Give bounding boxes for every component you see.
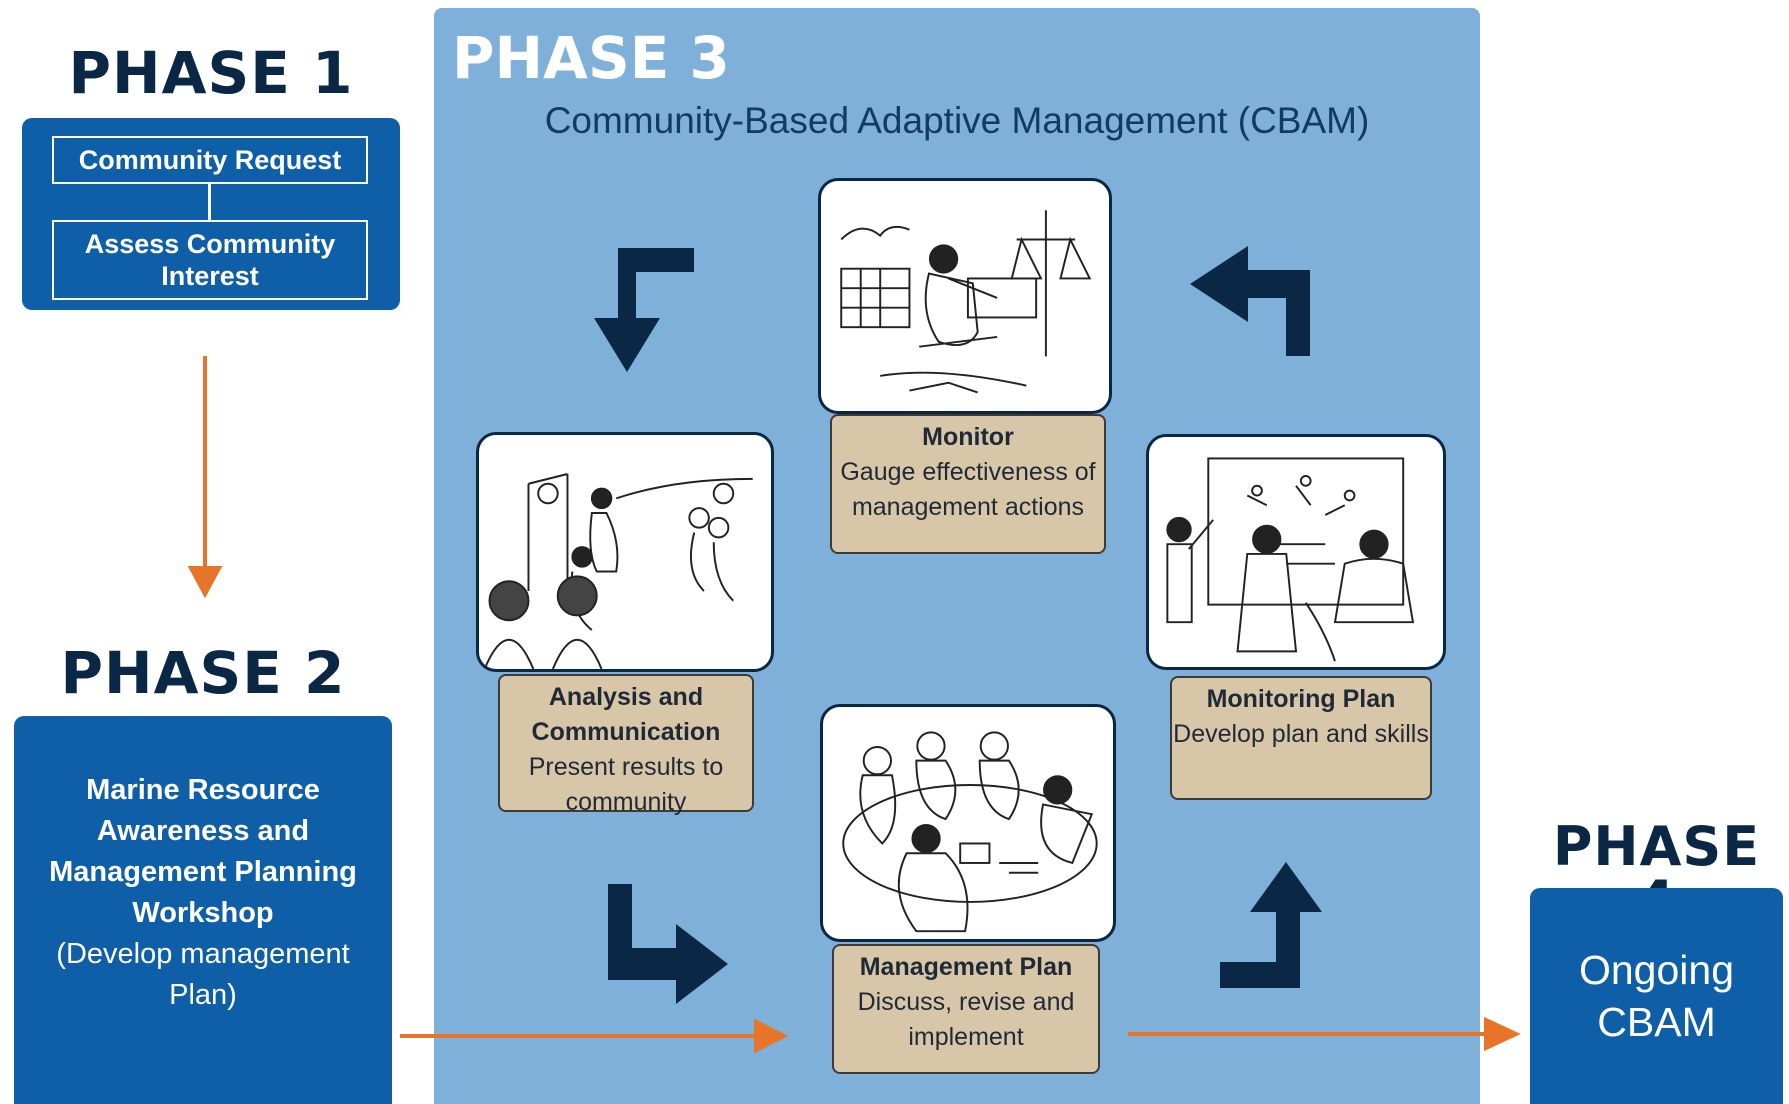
cycle-step-description: Present results to community	[528, 753, 724, 816]
illustration-analysis	[476, 432, 774, 672]
step-connector	[208, 184, 211, 220]
assess-interest-step: Assess Community Interest	[52, 220, 368, 300]
flow-arrow-head	[1484, 1016, 1521, 1052]
monitor-label: Monitor Gauge effectiveness of managemen…	[830, 414, 1106, 554]
flow-arrow-head	[187, 566, 223, 599]
monitoring-plan-label: Monitoring Plan Develop plan and skills	[1170, 676, 1432, 800]
phase2-subtitle: (Develop management Plan)	[56, 938, 350, 1011]
phase3-heading: PHASE 3	[452, 24, 730, 92]
management-plan-label: Management Plan Discuss, revise and impl…	[832, 944, 1100, 1074]
cycle-step-description: Discuss, revise and implement	[857, 988, 1075, 1051]
phase2-title: Marine Resource Awareness and Management…	[49, 774, 357, 929]
phase1-heading: PHASE 1	[68, 39, 354, 107]
cycle-step-title: Monitoring Plan	[1206, 685, 1396, 713]
cycle-step-title: Monitor	[922, 423, 1014, 451]
cycle-step-title: Analysis and Communication	[531, 683, 721, 746]
cycle-step-description: Develop plan and skills	[1173, 720, 1429, 748]
cycle-step-description: Gauge effectiveness of management action…	[840, 458, 1096, 521]
phase3-subtitle: Community-Based Adaptive Management (CBA…	[544, 100, 1370, 141]
phase2-box: Marine Resource Awareness and Management…	[14, 716, 392, 1104]
phase2-heading: PHASE 2	[60, 639, 346, 707]
phase4-title: Ongoing CBAM	[1578, 947, 1734, 1045]
phase4-box: Ongoing CBAM	[1530, 888, 1783, 1104]
illustration-monitoring-plan	[1146, 434, 1446, 670]
cycle-step-title: Management Plan	[859, 953, 1073, 981]
illustration-monitor	[818, 178, 1112, 414]
illustration-management-plan	[820, 704, 1116, 942]
community-request-step: Community Request	[52, 136, 368, 184]
analysis-communication-label: Analysis and Communication Present resul…	[498, 674, 754, 816]
phase1-box: Community Request Assess Community Inter…	[22, 118, 400, 310]
